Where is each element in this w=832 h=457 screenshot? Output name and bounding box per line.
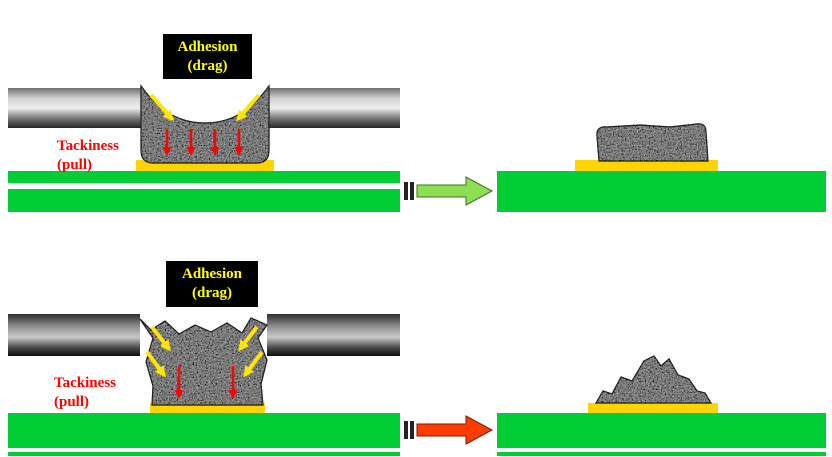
tackiness-label-line1: Tackiness [57,138,119,154]
stencil-right-segment-top [269,88,400,128]
pad-top-right [575,160,718,171]
board-top-right [497,171,826,212]
tackiness-label-line2: (pull) [57,157,93,173]
adhesion-label-line2: (drag) [187,57,228,74]
adhesion-label-line1: Adhesion [177,38,238,55]
separator-bar-icon [410,182,414,200]
adhesion-label-bottom: Adhesion (drag) [166,261,258,307]
adhesion-label-top: Adhesion (drag) [163,34,252,79]
board-top-left-upper [8,171,400,183]
drag-arrow-icon [145,350,166,378]
drag-arrow-icon [149,93,174,122]
board-bottom-right [497,413,826,448]
board-bottom-left [8,413,400,448]
tackiness-label-top: Tackiness (pull) [57,137,119,175]
separator-bar-icon [410,421,414,439]
board-bottom-right-edge [497,452,826,456]
poor-release-arrow-icon [416,415,494,445]
paste-deposit-poor-release [594,355,713,404]
stencil-left-segment-top [8,88,141,128]
separator-bar-icon [404,182,408,200]
adhesion-label-line1: Adhesion [181,266,243,282]
pad-top-left [136,160,274,171]
tackiness-label-line1: Tackiness [54,375,116,391]
adhesion-label-line2: (drag) [192,285,232,301]
pad-bottom-left [150,403,265,413]
tackiness-label-bottom: Tackiness (pull) [54,374,116,412]
pad-bottom-right [588,403,718,413]
drag-arrow-icon [238,325,259,352]
board-top-left-lower [8,189,400,212]
paste-deposit-good-release [596,123,709,162]
paste-deposit-in-aperture-bottom [139,317,268,406]
stencil-right-segment-bottom [267,314,400,356]
drag-arrow-icon [150,325,171,352]
stencil-left-segment-bottom [8,314,140,356]
paste-deposit-in-aperture-top [140,84,270,164]
drag-arrow-icon [243,350,264,378]
drag-arrow-icon [236,93,261,122]
board-bottom-left-edge [8,452,400,456]
tackiness-label-line2: (pull) [54,394,90,410]
good-release-arrow-icon [416,176,494,206]
separator-bar-icon [404,421,408,439]
